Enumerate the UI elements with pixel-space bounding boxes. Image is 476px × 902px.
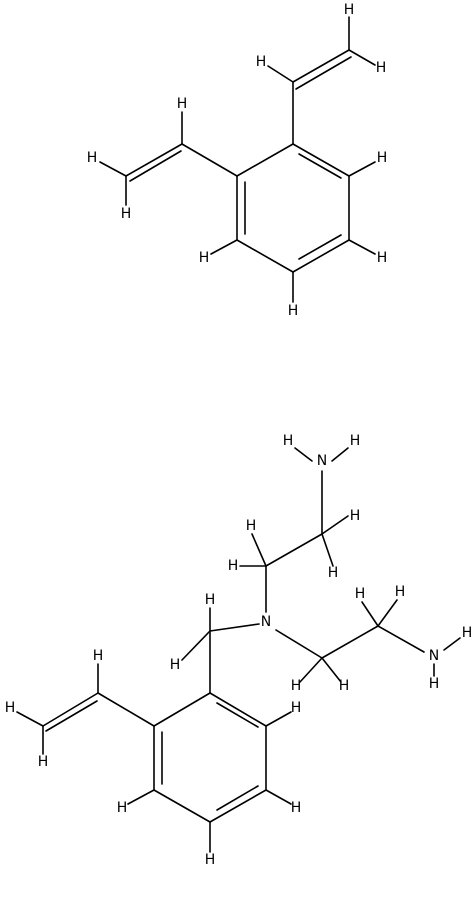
hydrogen-atom-label: H [377, 150, 388, 166]
hydrogen-atom-label: H [355, 586, 366, 602]
double-bond-line [129, 150, 182, 182]
hydrogen-atom-label: H [429, 676, 440, 692]
hydrogen-atom-label: H [117, 800, 128, 816]
hydrogen-atom-label: H [339, 678, 350, 694]
bond [348, 239, 376, 255]
bond [292, 49, 350, 83]
bond [275, 629, 323, 659]
bond [348, 49, 376, 66]
molecule-vinylbenzyl-diethylenetriamine [16, 447, 461, 853]
hydrogen-atom-label: H [291, 700, 302, 716]
hydrogen-atom-label: H [350, 508, 361, 524]
bond [299, 657, 323, 683]
aromatic-bond [216, 785, 259, 811]
bond [99, 161, 127, 177]
hydrogen-atom-label: H [205, 592, 216, 608]
bond [236, 143, 294, 177]
bond [321, 625, 379, 659]
bond [42, 692, 99, 727]
hydrogen-atom-label: H [5, 700, 16, 716]
hydrogen-atom-label: H [93, 648, 104, 664]
bond [209, 789, 267, 823]
bond [377, 625, 425, 653]
hydrogen-atom-label: H [395, 584, 406, 600]
bond [292, 143, 350, 177]
aromatic-bond [298, 153, 342, 179]
hydrogen-atom-label: H [328, 565, 339, 581]
bond [331, 447, 349, 462]
hydrogen-atom-label: H [228, 558, 239, 574]
bond [265, 533, 323, 567]
bond [348, 161, 376, 177]
nitrogen-atom-label: N [261, 614, 271, 630]
bond [292, 239, 350, 273]
hydrogen-atom-label: H [246, 518, 257, 534]
hydrogen-atom-label: H [121, 206, 132, 222]
bond [97, 692, 155, 727]
bond [267, 65, 294, 83]
bond [16, 711, 44, 727]
bond [443, 637, 461, 651]
hydrogen-atom-label: H [170, 657, 181, 673]
bond [377, 599, 398, 627]
hydrogen-atom-label: H [38, 754, 49, 770]
bond [265, 711, 292, 727]
nitrogen-atom-label: N [317, 453, 327, 469]
hydrogen-atom-label: H [205, 852, 216, 868]
hydrogen-atom-label: H [376, 60, 387, 76]
hydrogen-atom-label: H [350, 433, 361, 449]
bond [153, 789, 211, 823]
bond [125, 143, 183, 177]
bond [321, 515, 349, 535]
bond [181, 630, 211, 661]
bond [181, 143, 238, 177]
hydrogen-atom-label: H [283, 433, 294, 449]
bond [210, 239, 238, 255]
bond [265, 789, 292, 805]
hydrogen-atom-label: H [288, 303, 299, 319]
bond [294, 447, 313, 462]
aromatic-bond [298, 234, 342, 260]
hydrogen-atom-label: H [291, 678, 302, 694]
bond [321, 533, 334, 567]
hydrogen-atom-label: H [256, 54, 267, 70]
hydrogen-atom-label: H [291, 800, 302, 816]
double-bond-line [45, 700, 98, 732]
hydrogen-atom-label: H [377, 250, 388, 266]
bond [361, 601, 379, 627]
bond [209, 623, 260, 632]
hydrogen-atom-label: H [177, 96, 188, 112]
nitrogen-atom-label: N [429, 648, 439, 664]
hydrogen-atom-label: H [199, 250, 210, 266]
bond [321, 657, 342, 683]
hydrogen-atom-label: H [87, 150, 98, 166]
hydrogen-atom-label: H [344, 2, 355, 18]
aromatic-bond [216, 702, 259, 728]
bond [153, 692, 211, 727]
bond [127, 789, 155, 805]
bond [209, 692, 267, 727]
hydrogen-atom-label: H [462, 625, 473, 641]
double-bond-line [295, 56, 352, 90]
bond [236, 239, 294, 273]
molecule-divinylbenzene [99, 16, 376, 303]
bond [251, 533, 267, 567]
